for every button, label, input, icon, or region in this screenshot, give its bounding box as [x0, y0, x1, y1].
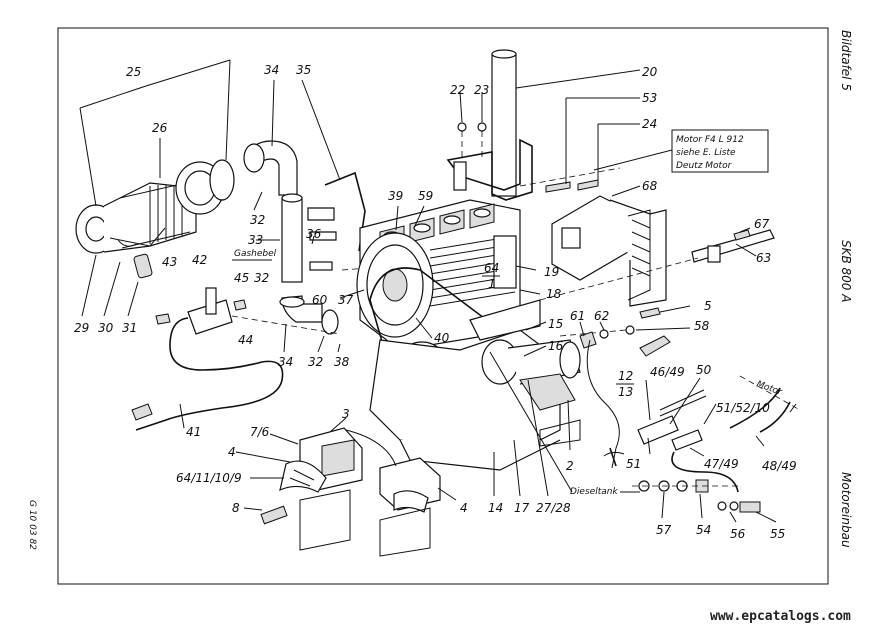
callout-30: 30 — [98, 321, 114, 335]
callout-47-49: 47/49 — [704, 457, 739, 471]
air-filter — [75, 159, 235, 279]
callout-22: 22 — [450, 83, 465, 97]
motor-info-box — [671, 129, 769, 173]
callout-24: 24 — [642, 117, 657, 131]
sheet-side-middle: SKB 800 A — [839, 240, 853, 302]
callout-26: 26 — [152, 121, 168, 135]
leader-lines — [81, 69, 777, 523]
rear-bracket — [539, 195, 775, 337]
callout-51-52-10: 51/52/10 — [716, 401, 770, 415]
callout-17: 17 — [514, 501, 530, 515]
motor-note-line3: Deutz Motor — [676, 161, 733, 171]
callout-48-49: 48/49 — [762, 459, 797, 473]
callout-68: 68 — [642, 179, 658, 193]
motor-hose-label: Motor — [755, 379, 784, 398]
callout-62: 62 — [594, 309, 609, 323]
callout-34-b: 34 — [278, 355, 293, 369]
callout-34: 34 — [264, 63, 279, 77]
callout-60: 60 — [312, 293, 328, 307]
electrical-parts — [260, 419, 581, 557]
callout-38: 38 — [334, 355, 350, 369]
sheet-side-bottom: Motoreinbau — [839, 472, 853, 548]
callout-58: 58 — [694, 319, 710, 333]
callout-37: 37 — [338, 293, 354, 307]
throttle-linkage — [131, 287, 341, 431]
callout-59: 59 — [418, 189, 433, 203]
callout-56: 56 — [730, 527, 746, 541]
callout-45: 45 — [234, 271, 249, 285]
callout-12: 12 — [618, 369, 633, 383]
callout-51: 51 — [626, 457, 641, 471]
callout-44: 44 — [238, 333, 253, 347]
callout-13: 13 — [618, 385, 633, 399]
callout-54: 54 — [696, 523, 711, 537]
callout-46-49: 46/49 — [650, 365, 685, 379]
sheet-side-top: Bildtafel 5 — [839, 30, 853, 91]
motor-note-line2: siehe E. Liste — [676, 148, 736, 158]
callout-40: 40 — [434, 331, 450, 345]
callout-57: 57 — [656, 523, 672, 537]
engine-block — [356, 199, 581, 471]
callout-33: 33 — [248, 233, 263, 247]
callout-36: 36 — [306, 227, 322, 241]
callout-53: 53 — [642, 91, 657, 105]
callout-27-28: 27/28 — [536, 501, 571, 515]
intake-pipes — [243, 140, 369, 335]
footer-code: G 10 03 82 — [27, 500, 37, 550]
watermark: www.epcatalogs.com — [710, 609, 851, 624]
callout-19: 19 — [544, 265, 559, 279]
callout-3: 3 — [342, 407, 350, 421]
motor-note-line1: Motor F4 L 912 — [676, 135, 744, 145]
callout-15: 15 — [548, 317, 563, 331]
callout-8: 8 — [232, 501, 240, 515]
callout-4-b: 4 — [460, 501, 468, 515]
callout-1-denominator: 1 — [488, 277, 496, 291]
callout-50: 50 — [696, 363, 712, 377]
fuel-lines — [579, 329, 801, 513]
dieseltank-label: Dieseltank — [570, 487, 618, 497]
gashebel-label: Gashebel — [234, 249, 277, 259]
callout-67: 67 — [754, 217, 770, 231]
callout-23: 23 — [474, 83, 489, 97]
callout-39: 39 — [388, 189, 403, 203]
callout-31: 31 — [122, 321, 137, 335]
callout-labels: 25 26 29 30 31 34 35 32 33 36 60 37 32 3… — [74, 63, 797, 541]
callout-61: 61 — [570, 309, 585, 323]
top-bracket — [446, 49, 621, 201]
callout-2: 2 — [566, 459, 574, 473]
callout-63: 63 — [756, 251, 771, 265]
callout-43: 43 — [162, 255, 177, 269]
callout-14: 14 — [488, 501, 503, 515]
callout-64-11-10-9: 64/11/10/9 — [176, 471, 242, 485]
callout-16: 16 — [548, 339, 564, 353]
callout-41: 41 — [186, 425, 201, 439]
callout-55: 55 — [770, 527, 785, 541]
callout-29: 29 — [74, 321, 89, 335]
callout-32: 32 — [250, 213, 265, 227]
callout-5: 5 — [704, 299, 712, 313]
callout-7-6: 7/6 — [250, 425, 270, 439]
callout-18: 18 — [546, 287, 562, 301]
callout-32-b: 32 — [254, 271, 269, 285]
callout-64-numerator: 64 — [484, 261, 499, 275]
callout-4: 4 — [228, 445, 236, 459]
callout-42: 42 — [192, 253, 207, 267]
callout-25: 25 — [126, 65, 141, 79]
callout-20: 20 — [642, 65, 658, 79]
sheet-border — [57, 27, 829, 585]
callout-35: 35 — [296, 63, 311, 77]
callout-32-c: 32 — [308, 355, 323, 369]
